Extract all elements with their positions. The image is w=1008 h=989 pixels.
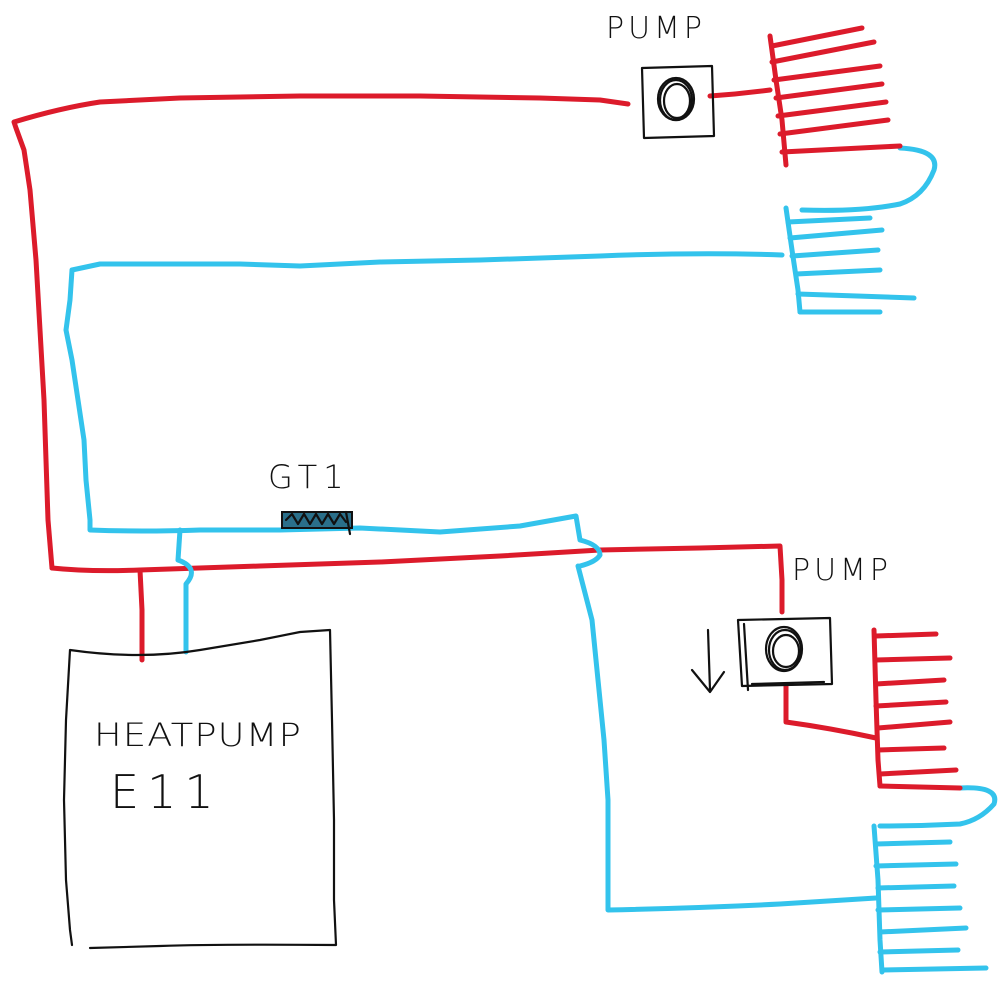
radiator-top-blue xyxy=(783,205,917,315)
pump-top: PUMP xyxy=(606,11,716,140)
heatpump-title: HEATPUMP xyxy=(94,716,302,754)
pump-icon xyxy=(640,64,716,140)
heatpump-unit: HEATPUMP E11 xyxy=(62,628,338,950)
supply-line-bottom-to-radiator xyxy=(783,683,879,741)
sensor-gt1: GT1 xyxy=(268,458,353,536)
radiator-top-red xyxy=(767,25,903,168)
return-line-bottom xyxy=(575,563,879,913)
temperature-sensor-icon xyxy=(281,510,353,536)
pump-icon xyxy=(736,616,834,692)
heatpump-box xyxy=(62,628,338,950)
pump-bottom-label: PUMP xyxy=(792,553,892,588)
supply-line-top xyxy=(11,93,631,571)
pump-bottom: PUMP xyxy=(690,553,892,694)
arrow-down-icon xyxy=(690,628,726,694)
supply-stub-heatpump xyxy=(137,567,145,663)
heatpump-id: E11 xyxy=(110,765,222,819)
supply-line-bottom xyxy=(49,543,785,615)
return-line-top xyxy=(63,251,785,569)
return-lines xyxy=(63,145,998,913)
radiator-bottom-red xyxy=(871,627,963,791)
sensor-gt1-label: GT1 xyxy=(268,458,350,496)
return-loop-bottom xyxy=(877,785,998,829)
pump-top-label: PUMP xyxy=(606,11,706,46)
return-stub-heatpump xyxy=(175,527,194,655)
supply-line-top-to-radiator xyxy=(707,87,773,99)
supply-lines xyxy=(11,87,879,741)
radiator-bottom-blue xyxy=(871,823,989,975)
return-loop-top xyxy=(799,145,938,213)
